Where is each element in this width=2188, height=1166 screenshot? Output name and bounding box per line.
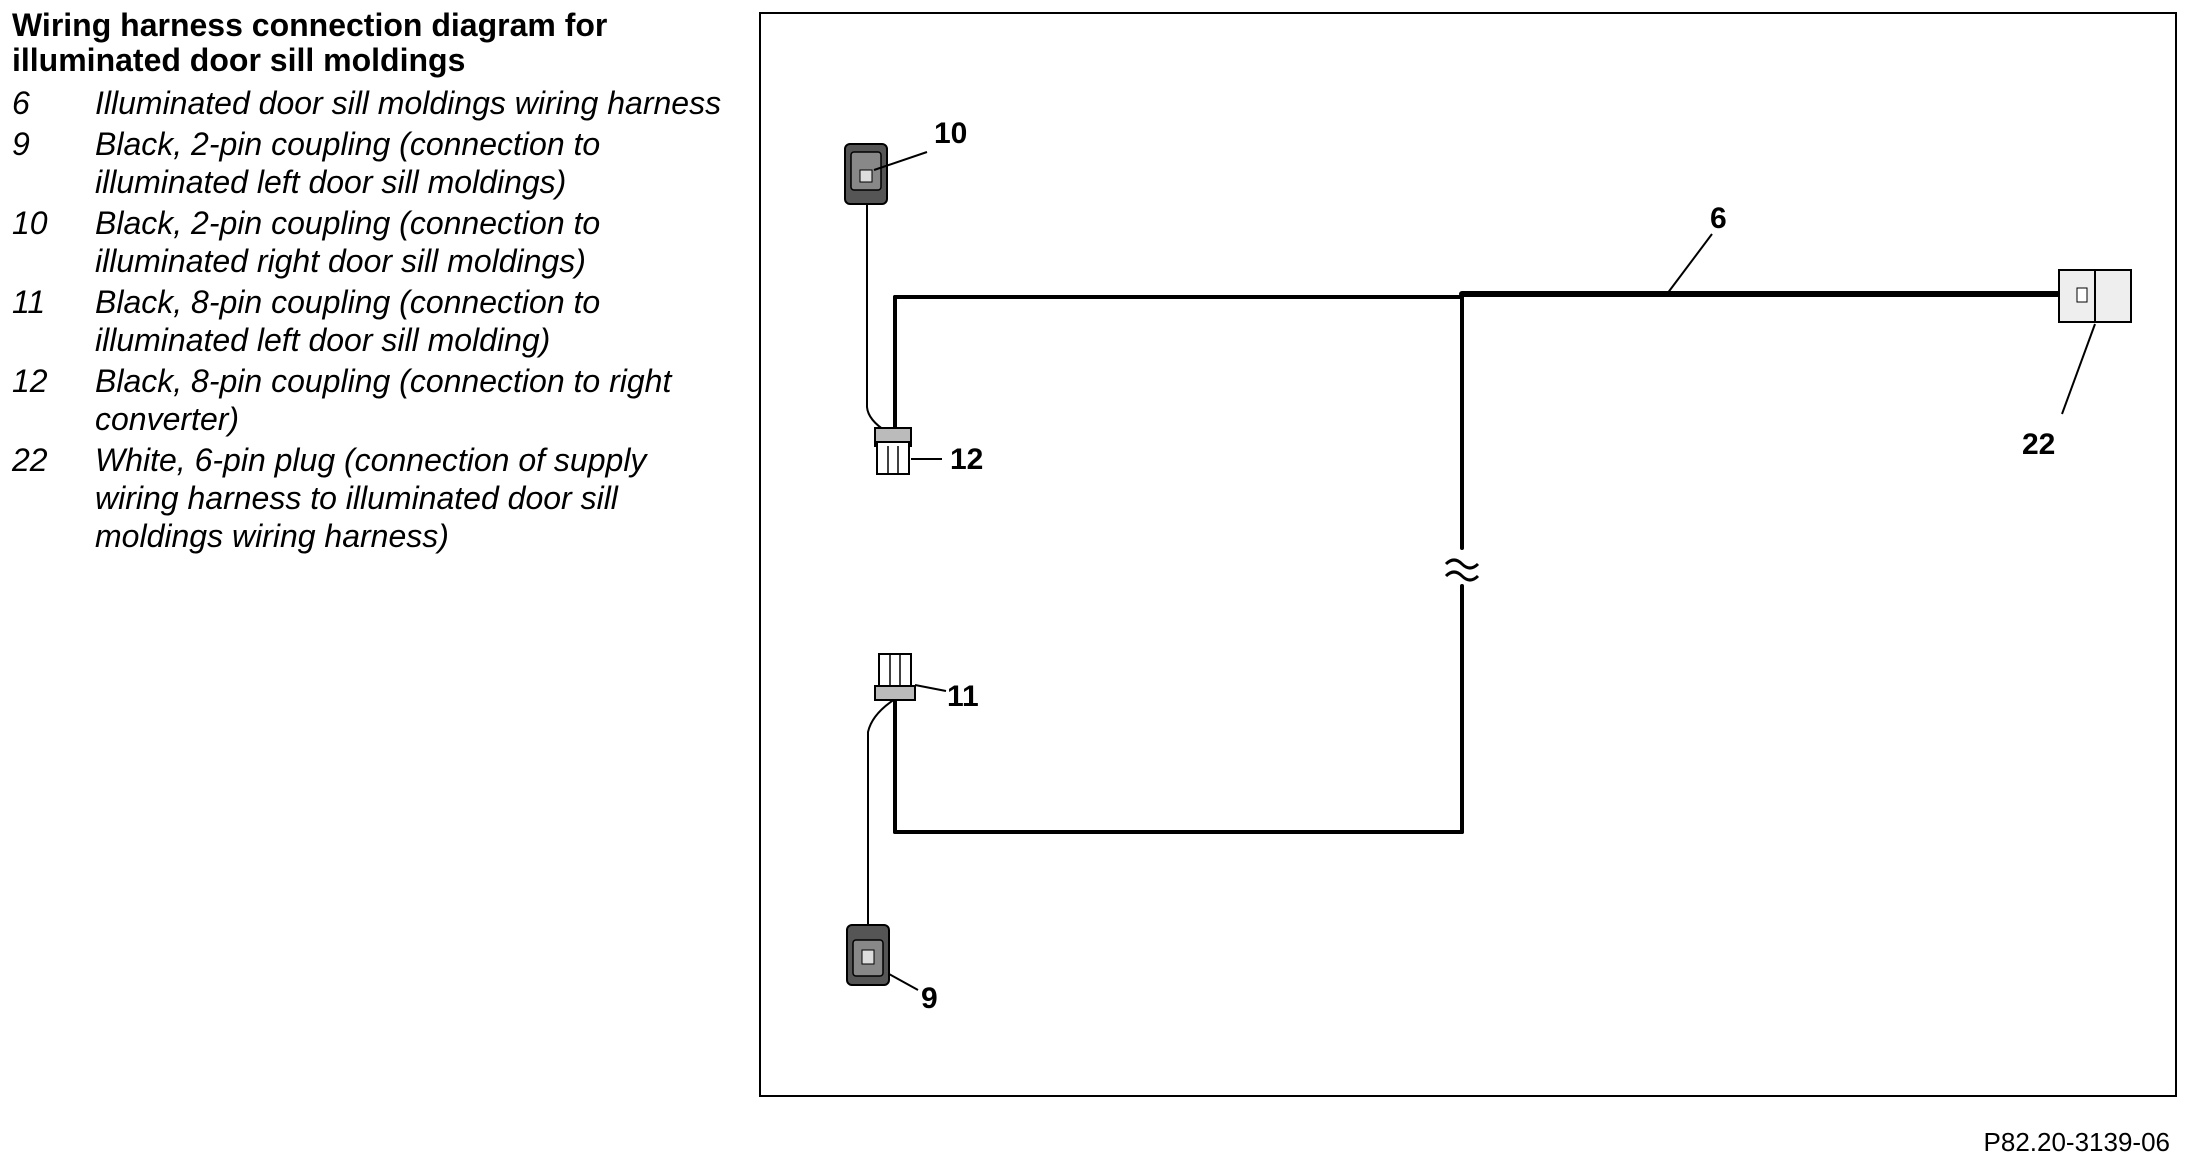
diagram-frame: 10 6 12 22 11 9 xyxy=(759,12,2177,1097)
legend-item: 22 White, 6-pin plug (connection of supp… xyxy=(12,441,732,555)
legend-item: 12 Black, 8-pin coupling (connection to … xyxy=(12,362,732,438)
harness-6-wire xyxy=(866,201,2068,936)
figure-code: P82.20-3139-06 xyxy=(1983,1127,2170,1157)
callout-22: 22 xyxy=(2022,428,2055,461)
wiring-diagram: 10 6 12 22 11 9 xyxy=(844,117,2132,1015)
legend-item: 10 Black, 2-pin coupling (connection to … xyxy=(12,204,732,280)
legend-item-description: Black, 2-pin coupling (connection to ill… xyxy=(95,205,601,279)
legend-item-number: 11 xyxy=(12,284,46,320)
plug-22 xyxy=(2058,269,2132,415)
legend-item-number: 9 xyxy=(12,126,30,162)
legend-item-description: Illuminated door sill moldings wiring ha… xyxy=(95,85,722,121)
callout-12: 12 xyxy=(950,443,983,476)
legend-item: 9 Black, 2-pin coupling (connection to i… xyxy=(12,125,732,201)
coupling-12 xyxy=(874,427,942,475)
legend: Wiring harness connection diagram for il… xyxy=(12,8,732,558)
callout-10: 10 xyxy=(934,117,967,150)
coupling-9 xyxy=(846,924,919,991)
legend-title: Wiring harness connection diagram for il… xyxy=(12,7,608,78)
callout-9: 9 xyxy=(921,982,938,1015)
legend-item-number: 12 xyxy=(12,363,48,399)
wire-break-symbol xyxy=(1444,558,1480,582)
leader-6 xyxy=(1666,233,1713,295)
callout-11: 11 xyxy=(947,680,979,713)
coupling-11 xyxy=(874,653,947,701)
legend-item-description: White, 6-pin plug (connection of supply … xyxy=(95,442,647,554)
callout-6: 6 xyxy=(1710,202,1727,235)
legend-item: 11 Black, 8-pin coupling (connection to … xyxy=(12,283,732,359)
legend-item-number: 22 xyxy=(12,442,48,478)
legend-item-description: Black, 2-pin coupling (connection to ill… xyxy=(95,126,601,200)
legend-item: 6 Illuminated door sill moldings wiring … xyxy=(12,84,732,122)
legend-item-description: Black, 8-pin coupling (connection to rig… xyxy=(95,363,672,437)
legend-item-number: 10 xyxy=(12,205,48,241)
coupling-10 xyxy=(844,143,928,205)
legend-item-description: Black, 8-pin coupling (connection to ill… xyxy=(95,284,601,358)
legend-item-number: 6 xyxy=(12,85,30,121)
